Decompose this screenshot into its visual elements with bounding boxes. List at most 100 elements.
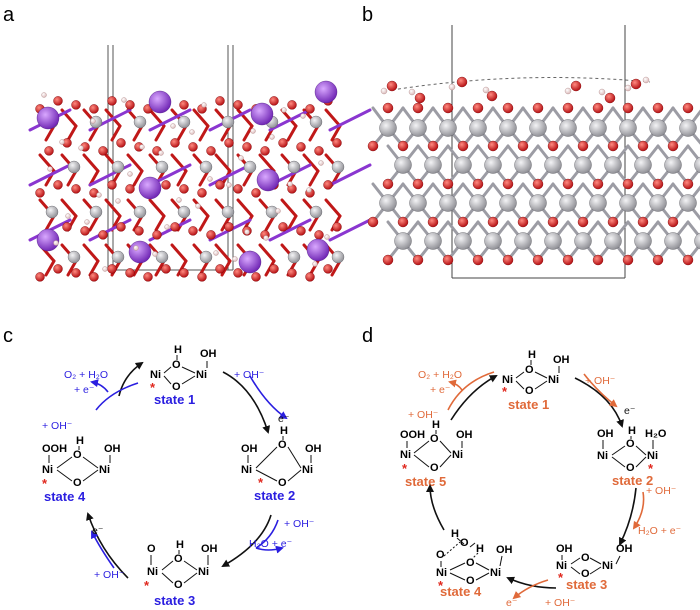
ni-atom	[221, 115, 235, 129]
state-d4-structure: H O H OH O Ni O O Ni * state 4	[436, 528, 513, 599]
o-atom	[71, 100, 81, 110]
svg-text:*: *	[42, 476, 48, 491]
svg-text:*: *	[402, 461, 408, 476]
ni-atom	[589, 119, 607, 137]
h-atom	[269, 134, 275, 140]
o-atom	[486, 90, 498, 102]
ni-atom	[589, 194, 607, 212]
bond	[286, 124, 298, 142]
o-atom	[532, 178, 544, 190]
o-atom	[89, 272, 99, 282]
h-atom	[324, 234, 330, 240]
bond	[88, 214, 100, 232]
o-atom	[487, 140, 499, 152]
step-c-3: + OH⁻	[284, 518, 315, 530]
o-atom	[637, 216, 649, 228]
o-atom	[188, 226, 198, 236]
o-atom	[260, 146, 270, 156]
h-atom	[158, 150, 164, 156]
bond	[176, 124, 188, 142]
ni-atom	[409, 194, 427, 212]
svg-text:H: H	[432, 419, 440, 431]
panel-label-d: d	[362, 325, 373, 347]
bond	[328, 108, 372, 132]
o-atom	[98, 230, 108, 240]
bond	[154, 259, 166, 277]
ni-atom	[409, 119, 427, 137]
h-atom	[312, 261, 318, 267]
h-atom	[318, 160, 324, 166]
ni-atom	[331, 160, 345, 174]
k-atom	[250, 102, 274, 126]
ni-atom	[45, 205, 59, 219]
o-atom	[197, 272, 207, 282]
ni-atom	[243, 160, 257, 174]
bond	[308, 169, 320, 187]
o-atom	[170, 222, 180, 232]
h-atom	[121, 97, 127, 103]
bond	[176, 169, 188, 187]
bond	[686, 144, 700, 164]
ni-atom	[469, 119, 487, 137]
bond	[242, 124, 254, 142]
svg-text:O: O	[172, 359, 181, 371]
o-atom	[116, 222, 126, 232]
step-d-5: e⁻	[506, 597, 518, 609]
svg-text:O: O	[174, 553, 183, 565]
o-atom	[382, 254, 394, 266]
o-atom	[412, 102, 424, 114]
h-atom	[152, 251, 158, 257]
state-3-structure: O H O OH Ni Ni O * state 3	[144, 539, 218, 608]
cycle-arrow-1-to-2	[222, 371, 270, 434]
bond	[44, 124, 56, 142]
step-d-6: + OH⁻	[545, 597, 576, 609]
step-d-1: + OH⁻	[585, 375, 616, 387]
o-atom	[592, 254, 604, 266]
svg-text:OH: OH	[305, 443, 322, 455]
ni-atom	[394, 156, 412, 174]
svg-text:OH: OH	[201, 543, 218, 555]
o-atom	[107, 96, 117, 106]
h-atom	[170, 123, 176, 129]
o-atom	[71, 268, 81, 278]
bond	[214, 153, 232, 173]
o-atom	[278, 138, 288, 148]
bond	[280, 198, 298, 218]
bond	[28, 163, 72, 187]
h-atom	[482, 86, 490, 94]
svg-text:Ni: Ni	[302, 464, 313, 476]
o-atom	[296, 226, 306, 236]
ni-atom	[664, 232, 682, 250]
o-atom	[305, 104, 315, 114]
k-atom	[148, 90, 172, 114]
state-2-label: state 2	[254, 488, 295, 503]
step-c-1: + OH⁻	[234, 369, 265, 381]
bond	[324, 108, 342, 128]
ni-atom	[439, 119, 457, 137]
svg-text:OH: OH	[456, 429, 473, 441]
svg-text:OH: OH	[104, 443, 121, 455]
svg-text:Ni: Ni	[400, 449, 411, 461]
svg-text:*: *	[502, 384, 508, 399]
o-atom	[179, 184, 189, 194]
svg-text:Ni: Ni	[99, 464, 110, 476]
bond	[104, 198, 122, 218]
ni-atom	[619, 119, 637, 137]
bond	[308, 214, 320, 232]
svg-text:OH: OH	[496, 544, 513, 556]
ni-atom	[694, 232, 700, 250]
k-atom	[238, 250, 262, 274]
bond	[44, 259, 56, 277]
svg-text:Ni: Ni	[241, 464, 252, 476]
o-atom	[332, 222, 342, 232]
state-4-label: state 4	[44, 489, 86, 504]
h-atom	[84, 219, 90, 225]
o-atom	[532, 254, 544, 266]
state-d5-label: state 5	[405, 474, 446, 489]
bond	[66, 259, 78, 277]
o-atom	[89, 104, 99, 114]
o-atom	[251, 188, 261, 198]
step-d-3: + OH⁻	[646, 485, 677, 497]
o-atom	[412, 178, 424, 190]
h-atom	[102, 266, 108, 272]
